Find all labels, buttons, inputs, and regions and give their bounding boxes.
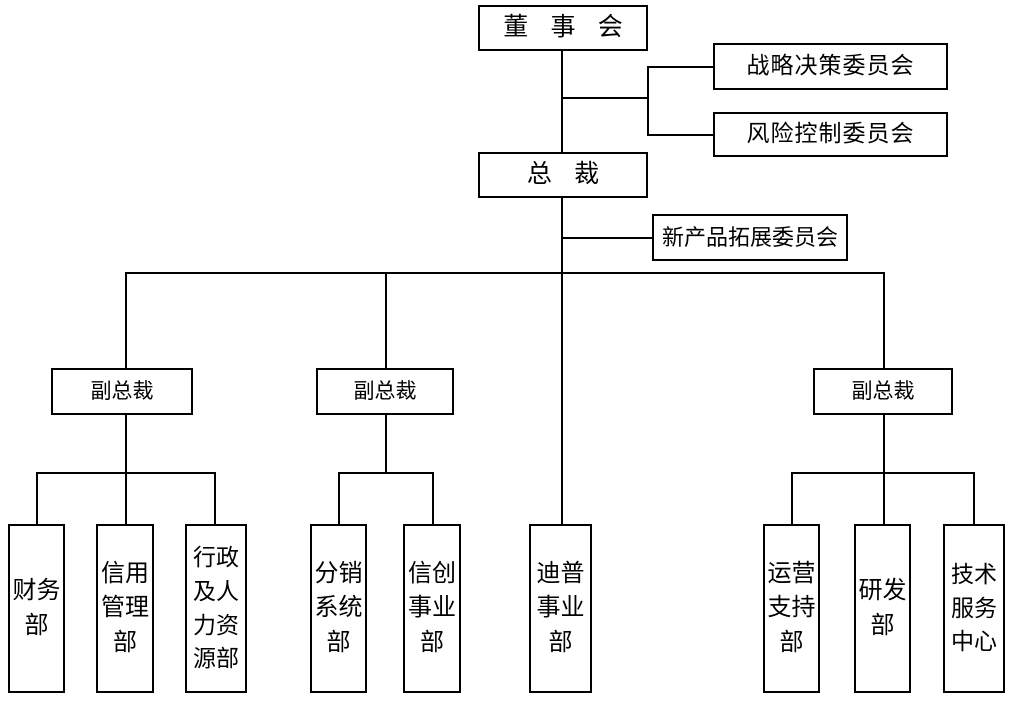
- node-risk-committee[interactable]: 风险控制委员会: [713, 112, 948, 157]
- connector-to-strategy-committee: [647, 66, 714, 68]
- node-dept-distribution-label: 分销系统部: [314, 561, 363, 656]
- connector-vp1-to-finance: [36, 472, 38, 525]
- connector-vp3-to-techservice: [973, 472, 975, 525]
- node-strategy-committee[interactable]: 战略决策委员会: [713, 43, 948, 90]
- connector-vp2-drop: [385, 415, 387, 473]
- node-vp1[interactable]: 副总裁: [51, 368, 193, 415]
- node-dept-xinchuang[interactable]: 信创事业部: [403, 524, 461, 693]
- node-dept-operations-label: 运营支持部: [767, 561, 816, 656]
- connector-vp2-to-xinchuang: [432, 472, 434, 525]
- node-dept-credit-label: 信用管理部: [101, 561, 149, 656]
- connector-main-bus: [125, 272, 884, 274]
- node-new-product-committee-label: 新产品拓展委员会: [661, 224, 838, 250]
- node-dept-dptech-label: 迪普事业部: [536, 561, 585, 656]
- node-vp3[interactable]: 副总裁: [813, 368, 953, 415]
- node-strategy-committee-label: 战略决策委员会: [746, 53, 915, 79]
- node-dept-rnd[interactable]: 研发部: [854, 524, 911, 693]
- node-dept-credit[interactable]: 信用管理部: [96, 524, 154, 693]
- connector-board-to-president: [561, 51, 563, 152]
- connector-vp2-sub-bus: [338, 472, 434, 474]
- node-dept-finance[interactable]: 财务部: [8, 524, 65, 693]
- connector-vp1-drop: [125, 415, 127, 473]
- node-dept-hr-label: 行政及人力资源部: [193, 545, 239, 672]
- node-vp2-label: 副总裁: [353, 379, 417, 404]
- node-board[interactable]: 董 事 会: [478, 5, 648, 51]
- node-dept-operations[interactable]: 运营支持部: [763, 524, 820, 693]
- node-new-product-committee[interactable]: 新产品拓展委员会: [652, 214, 848, 261]
- node-board-label: 董 事 会: [503, 14, 631, 42]
- node-vp1-label: 副总裁: [90, 379, 154, 404]
- connector-bus-to-vp3: [883, 272, 885, 368]
- connector-bus-to-vp2: [385, 272, 387, 368]
- node-dept-techservice-label: 技术服务中心: [951, 562, 997, 655]
- connector-vp2-to-distribution: [338, 472, 340, 525]
- node-dept-distribution[interactable]: 分销系统部: [310, 524, 367, 693]
- connector-to-new-product-committee: [561, 237, 653, 239]
- node-president[interactable]: 总 裁: [478, 152, 648, 198]
- node-dept-techservice[interactable]: 技术服务中心: [943, 524, 1005, 693]
- connector-vp3-drop: [883, 415, 885, 473]
- connector-vp3-to-operations: [791, 472, 793, 525]
- node-dept-hr[interactable]: 行政及人力资源部: [185, 524, 247, 693]
- node-dept-finance-label: 财务部: [12, 578, 61, 639]
- connector-to-risk-committee: [647, 134, 714, 136]
- node-dept-xinchuang-label: 信创事业部: [408, 561, 456, 656]
- connector-vp1-to-credit: [125, 472, 127, 525]
- node-risk-committee-label: 风险控制委员会: [746, 121, 915, 147]
- connector-vp3-to-rnd: [883, 472, 885, 525]
- connector-committee-riser: [647, 66, 649, 136]
- node-vp2[interactable]: 副总裁: [316, 368, 454, 415]
- connector-president-spine: [561, 198, 563, 525]
- node-dept-dptech[interactable]: 迪普事业部: [529, 524, 592, 693]
- connector-bus-to-vp1: [125, 272, 127, 368]
- node-president-label: 总 裁: [526, 161, 608, 189]
- connector-vp1-to-hr: [214, 472, 216, 525]
- node-dept-rnd-label: 研发部: [858, 578, 907, 639]
- connector-board-to-committee-bus: [561, 97, 649, 99]
- node-vp3-label: 副总裁: [851, 379, 915, 404]
